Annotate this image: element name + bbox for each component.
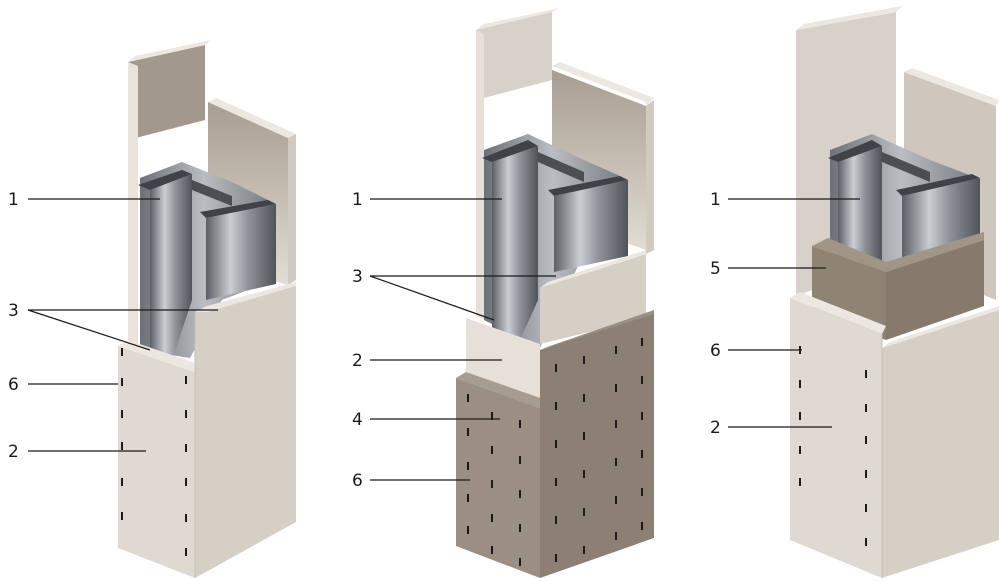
column-c: 1 5 6 2 <box>710 6 999 578</box>
callout-1-c: 1 <box>710 190 721 210</box>
back-board <box>128 45 205 140</box>
front-board-left <box>790 298 882 578</box>
column-b: 1 3 2 4 6 <box>352 8 654 578</box>
steel-i-section <box>138 162 276 360</box>
front-board-right <box>195 282 296 578</box>
inner-board-right <box>540 254 646 344</box>
block-right <box>886 240 984 340</box>
back-board <box>476 12 552 100</box>
callout-1-b: 1 <box>352 190 363 210</box>
callout-2-a: 2 <box>8 442 19 462</box>
callout-6-a: 6 <box>8 375 19 395</box>
fixing-marks <box>121 348 187 556</box>
callout-3-a: 3 <box>8 301 19 321</box>
callout-5-c: 5 <box>710 259 721 279</box>
front-board-right <box>882 310 999 578</box>
front-board-left <box>118 346 195 578</box>
cladding-right <box>540 312 654 578</box>
callout-6-b: 6 <box>352 471 363 491</box>
callout-1-a: 1 <box>8 190 19 210</box>
callout-2-b: 2 <box>352 351 363 371</box>
steel-i-section <box>482 134 628 348</box>
fixing-marks <box>467 338 643 566</box>
callout-3-b: 3 <box>352 267 363 287</box>
column-a: 1 3 6 2 <box>8 40 296 578</box>
callout-6-c: 6 <box>710 341 721 361</box>
callout-2-c: 2 <box>710 418 721 438</box>
cladding-front <box>456 378 540 578</box>
callout-4-b: 4 <box>352 410 363 430</box>
